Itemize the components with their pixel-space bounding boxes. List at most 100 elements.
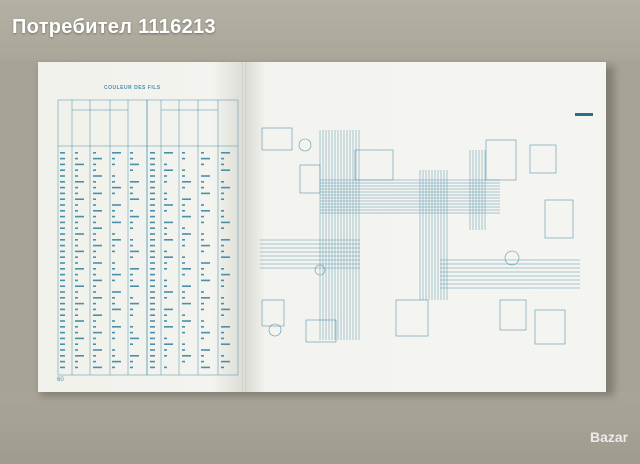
table-cell-mark (182, 349, 185, 351)
table-cell-mark (130, 152, 133, 154)
table-cell-mark (112, 221, 121, 224)
table-cell-mark (93, 215, 96, 218)
table-cell-mark (201, 186, 204, 189)
table-cell-mark (182, 297, 185, 299)
table-cell-mark (150, 337, 155, 340)
table-cell-mark (112, 192, 115, 195)
table-cell-mark (201, 181, 204, 183)
table-cell-mark (75, 210, 78, 212)
table-cell-mark (75, 244, 78, 247)
table-cell-mark (60, 308, 65, 311)
table-cell-mark (60, 273, 65, 276)
table-cell-mark (221, 157, 224, 160)
table-cell-mark (112, 250, 115, 253)
table-cell-mark (130, 256, 133, 258)
table-cell-mark (150, 152, 155, 154)
table-cell-mark (75, 192, 78, 195)
table-cell-mark (164, 320, 167, 322)
table-cell-mark (221, 192, 224, 195)
table-cell-mark (221, 279, 224, 282)
table-cell-mark (182, 355, 191, 357)
table-cell-mark (75, 331, 78, 334)
table-cell-mark (221, 239, 230, 241)
table-cell-mark (201, 152, 204, 154)
table-cell-mark (93, 343, 96, 345)
table-cell-mark (75, 204, 78, 206)
table-cell-mark (130, 360, 133, 363)
table-cell-mark (164, 250, 167, 253)
table-cell-mark (150, 331, 155, 334)
table-cell-mark (150, 279, 155, 282)
table-cell-mark (221, 273, 230, 276)
table-cell-mark (182, 239, 185, 241)
table-cell-mark (112, 279, 115, 282)
table-cell-mark (182, 320, 191, 322)
table-cell-mark (201, 268, 204, 270)
table-cell-mark (164, 175, 167, 177)
left-page (38, 62, 244, 392)
table-cell-mark (221, 227, 224, 229)
table-cell-mark (75, 268, 84, 270)
table-cell-mark (150, 262, 155, 264)
table-cell-mark (60, 192, 65, 195)
wiring-diagram (261, 127, 574, 345)
table-cell-mark (60, 349, 65, 351)
table-cell-mark (182, 268, 191, 270)
table-cell-mark (201, 157, 210, 160)
table-cell-mark (93, 186, 96, 189)
table-cell-mark (130, 297, 133, 299)
table-cell-mark (130, 331, 133, 334)
table-cell-mark (221, 308, 230, 311)
table-cell-mark (60, 157, 65, 160)
table-cell-mark (130, 215, 139, 218)
table-cell-mark (93, 227, 102, 229)
table-cell-mark (60, 152, 65, 154)
table-cell-mark (75, 157, 78, 160)
table-cell-mark (75, 360, 78, 363)
table-cell-mark (93, 314, 102, 316)
table-cell-mark (150, 349, 155, 351)
table-cell-mark (201, 262, 210, 264)
table-cell-mark (150, 360, 155, 363)
table-cell-mark (60, 163, 65, 166)
table-cell-mark (130, 302, 139, 305)
table-cell-mark (93, 291, 96, 293)
table-cell-mark (112, 326, 121, 328)
table-surface (0, 392, 640, 464)
table-cell-mark (221, 326, 230, 328)
table-cell-mark (221, 169, 230, 171)
table-cell-mark (201, 239, 204, 241)
table-cell-mark (60, 337, 65, 340)
table-cell-mark (60, 175, 65, 177)
table-cell-mark (93, 366, 102, 369)
table-cell-mark (130, 192, 133, 195)
table-cell-mark (182, 262, 185, 264)
table-cell-mark (221, 210, 224, 212)
table-cell-mark (93, 302, 96, 305)
table-cell-mark (201, 337, 204, 340)
table-cell-mark (150, 320, 155, 322)
table-cell-mark (182, 244, 185, 247)
table-cell-mark (201, 291, 204, 293)
table-cell-mark (112, 181, 115, 183)
table-rows (60, 152, 230, 369)
table-cell-mark (164, 308, 173, 311)
table-cell-mark (93, 273, 96, 276)
table-cell-mark (130, 210, 133, 212)
table-cell-mark (112, 331, 115, 334)
table-cell-mark (164, 221, 173, 224)
wire-color-table (57, 99, 239, 376)
table-cell-mark (164, 314, 167, 316)
table-cell-mark (150, 192, 155, 195)
table-cell-mark (75, 221, 78, 224)
table-cell-mark (164, 337, 167, 340)
table-cell-mark (150, 175, 155, 177)
table-cell-mark (130, 273, 133, 276)
table-cell-mark (182, 291, 185, 293)
table-cell-mark (112, 291, 121, 293)
table-cell-mark (201, 221, 204, 224)
table-cell-mark (221, 250, 224, 253)
table-cell-mark (182, 326, 185, 328)
table-cell-mark (164, 268, 167, 270)
table-cell-mark (164, 198, 167, 200)
